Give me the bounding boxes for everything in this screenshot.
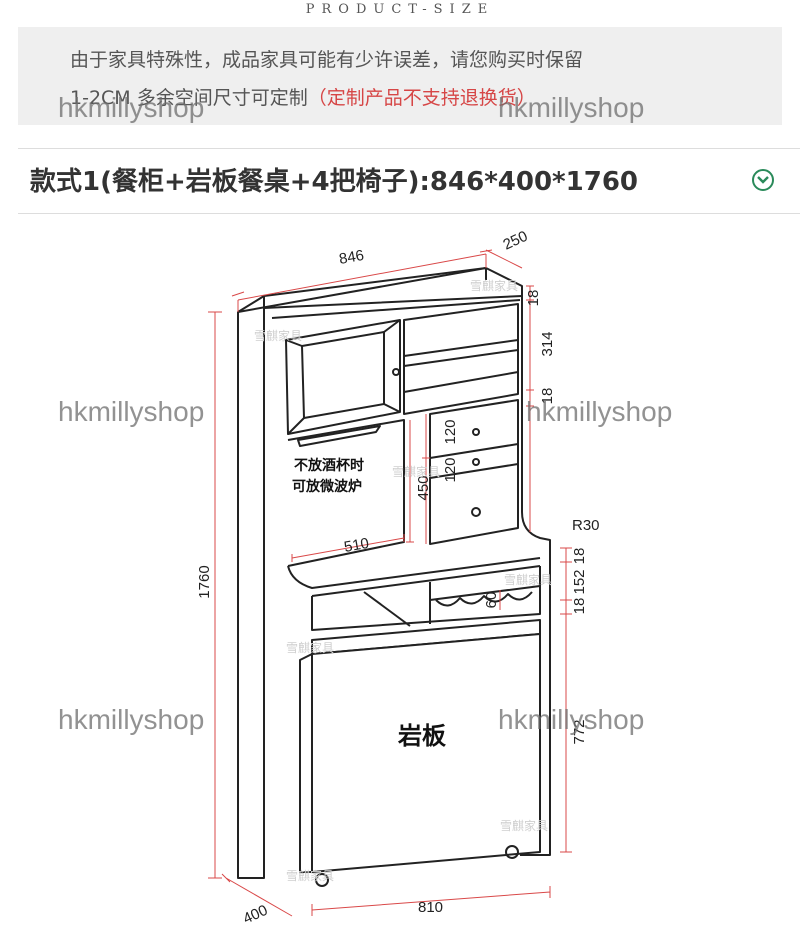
dimension-lines [208,249,572,917]
dim-lower-height: 772 [571,719,588,744]
page-header-title: PRODUCT-SIZE [305,2,495,17]
notice-custom-warning: （定制产品不支持退换货） [307,87,536,109]
watermark: hkmillyshop [498,704,645,735]
style-selector[interactable]: 款式1(餐柜+岩板餐桌+4把椅子):846*400*1760 [18,148,800,214]
brand-mark: 雪麒家具 [286,868,334,883]
brand-mark: 雪麒家具 [500,818,548,833]
dim-top-thickness: 18 [525,290,542,307]
dim-rack-bottom: 18 [571,598,588,615]
notice-box: 由于家具特殊性，成品家具可能有少许误差，请您购买时保留 1-2CM 多余空间尺寸… [18,27,782,125]
niche-note-line-1: 不放酒杯时 [294,457,364,474]
notice-line-1: 由于家具特殊性，成品家具可能有少许误差，请您购买时保留 [70,49,584,71]
dim-radius: R30 [572,517,600,534]
brand-mark: 雪麒家具 [470,278,518,293]
dim-shelf-thickness: 18 [539,388,556,405]
dim-rack-height: 152 [571,569,588,594]
dim-width: 846 [338,247,366,268]
brand-mark: 雪麒家具 [286,640,334,655]
dim-rack-mid: 60 [483,592,500,609]
panel-label: 岩板 [397,722,447,750]
watermark: hkmillyshop [58,92,205,123]
dim-depth-top: 250 [501,228,531,254]
dim-drawer-2: 120 [442,457,459,482]
dim-niche-height: 450 [415,475,432,500]
dim-bottom-width: 810 [418,899,443,916]
notice-line-2-text: 1-2CM 多余空间尺寸可定制 [70,87,308,109]
niche-note-line-2: 可放微波炉 [292,478,362,495]
watermark: hkmillyshop [58,396,205,427]
watermark: hkmillyshop [498,92,645,123]
dimension-labels: 846 250 18 314 18 120 120 450 510 R30 18… [196,228,600,928]
dim-niche-width: 510 [343,535,371,556]
watermark: hkmillyshop [526,396,673,427]
brand-mark: 雪麒家具 [392,464,440,479]
chevron-down-icon[interactable] [752,169,774,191]
watermark: hkmillyshop [58,704,205,735]
brand-mark: 雪麒家具 [504,572,552,587]
notice-line-2: 1-2CM 多余空间尺寸可定制（定制产品不支持退换货） [70,83,536,110]
cabinet-outline [237,267,551,887]
dim-depth-bottom: 400 [241,902,271,928]
dim-drawer-1: 120 [442,419,459,444]
brand-mark: 雪麒家具 [254,328,302,343]
dim-rack-top: 18 [571,548,588,565]
dim-total-height: 1760 [196,565,213,598]
dim-upper-shelf: 314 [539,331,556,356]
style-title: 款式1(餐柜+岩板餐桌+4把椅子):846*400*1760 [30,167,639,197]
